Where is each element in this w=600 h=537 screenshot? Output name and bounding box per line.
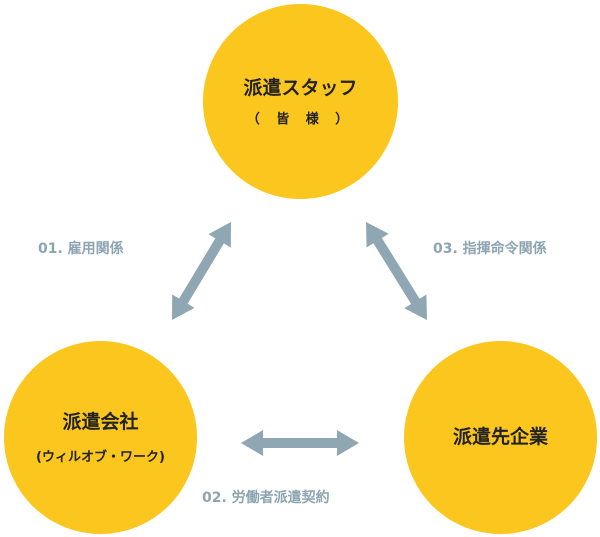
arrow-employment <box>172 222 231 320</box>
node-agency-subtitle: (ウィルオブ・ワーク) <box>36 450 165 466</box>
arrow-command <box>366 222 427 320</box>
node-agency-title: 派遣会社 <box>62 410 139 433</box>
node-client: 派遣先企業 <box>404 341 597 534</box>
arrow-dispatch-contract <box>241 430 359 456</box>
relation-label-employment: 01. 雇用関係 <box>38 241 124 257</box>
node-client-title: 派遣先企業 <box>452 426 548 449</box>
node-agency: 派遣会社 (ウィルオブ・ワーク) <box>4 341 197 534</box>
node-staff: 派遣スタッフ （ 皆 様 ） <box>203 4 398 199</box>
node-staff-subtitle: （ 皆 様 ） <box>246 112 355 128</box>
node-staff-title: 派遣スタッフ <box>243 76 358 99</box>
relation-label-dispatch-contract: 02. 労働者派遣契約 <box>202 490 330 506</box>
relation-label-command: 03. 指揮命令関係 <box>433 241 547 257</box>
